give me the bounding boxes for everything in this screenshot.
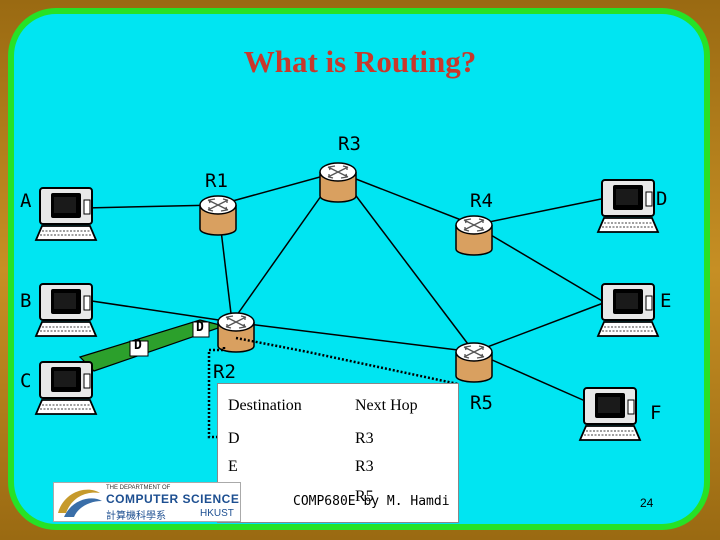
router-label-r2: R2 bbox=[213, 361, 236, 383]
router-r4-icon bbox=[455, 215, 493, 256]
router-label-r4: R4 bbox=[470, 190, 493, 212]
packet-label-1: D bbox=[134, 338, 142, 353]
table-header-next-hop: Next Hop bbox=[355, 397, 418, 414]
router-label-r1: R1 bbox=[205, 170, 228, 192]
table-pointer bbox=[207, 347, 226, 439]
logo-line-3: 計算機科學系 bbox=[106, 511, 166, 522]
host-f-icon bbox=[579, 387, 641, 441]
routing-table: Destination Next Hop D R3 E R3 F R5 bbox=[217, 383, 459, 523]
host-a-icon bbox=[35, 187, 97, 241]
host-d-icon bbox=[597, 179, 659, 233]
table-row-3-next-hop: R5 bbox=[355, 488, 374, 505]
link-r2-r5 bbox=[231, 321, 475, 353]
table-row-2-next-hop: R3 bbox=[355, 458, 374, 475]
router-r2-icon bbox=[217, 312, 255, 353]
packet-label-2: D bbox=[196, 320, 204, 335]
link-a-r1 bbox=[84, 204, 219, 209]
packet-box-2 bbox=[192, 321, 210, 338]
logo-swoosh-icon bbox=[58, 489, 102, 517]
host-e-icon bbox=[597, 283, 659, 337]
host-b-icon bbox=[35, 283, 97, 337]
table-header-destination: Destination bbox=[228, 397, 302, 414]
host-c-icon bbox=[35, 361, 97, 415]
host-label-d: D bbox=[656, 188, 668, 210]
router-label-r3: R3 bbox=[338, 133, 361, 155]
link-r5-f bbox=[473, 351, 593, 405]
router-r1-icon bbox=[199, 195, 237, 236]
page-number: 24 bbox=[640, 496, 654, 510]
link-r4-e bbox=[473, 224, 605, 303]
router-label-r5: R5 bbox=[470, 392, 493, 414]
slide-footer: COMP680E by M. Hamdi bbox=[293, 494, 450, 509]
link-b-r2 bbox=[84, 299, 233, 323]
host-label-e: E bbox=[660, 290, 672, 312]
link-r3-r4 bbox=[337, 171, 475, 226]
table-callout-edge bbox=[235, 336, 459, 386]
department-logo: THE DEPARTMENT OF COMPUTER SCIENCE 計算機科學… bbox=[53, 482, 241, 522]
table-row-1-next-hop: R3 bbox=[355, 430, 374, 447]
logo-line-4: HKUST bbox=[200, 508, 234, 519]
network-links bbox=[84, 171, 607, 405]
table-row-1-destination: D bbox=[228, 430, 240, 447]
host-label-a: A bbox=[20, 190, 32, 212]
packet-box-1 bbox=[129, 340, 149, 357]
logo-line-1: THE DEPARTMENT OF bbox=[106, 485, 171, 491]
router-r5-icon bbox=[455, 342, 493, 383]
link-r4-d bbox=[473, 197, 607, 226]
router-r3-icon bbox=[319, 162, 357, 203]
host-label-c: C bbox=[20, 370, 32, 392]
link-r1-r3 bbox=[217, 171, 339, 206]
table-row-2-destination: E bbox=[228, 458, 238, 475]
link-r3-r5 bbox=[337, 171, 475, 353]
host-label-b: B bbox=[20, 290, 32, 312]
slide-title: What is Routing? bbox=[243, 44, 477, 79]
host-label-f: F bbox=[650, 402, 662, 424]
link-r5-e bbox=[473, 301, 607, 353]
logo-line-2: COMPUTER SCIENCE bbox=[106, 492, 240, 506]
